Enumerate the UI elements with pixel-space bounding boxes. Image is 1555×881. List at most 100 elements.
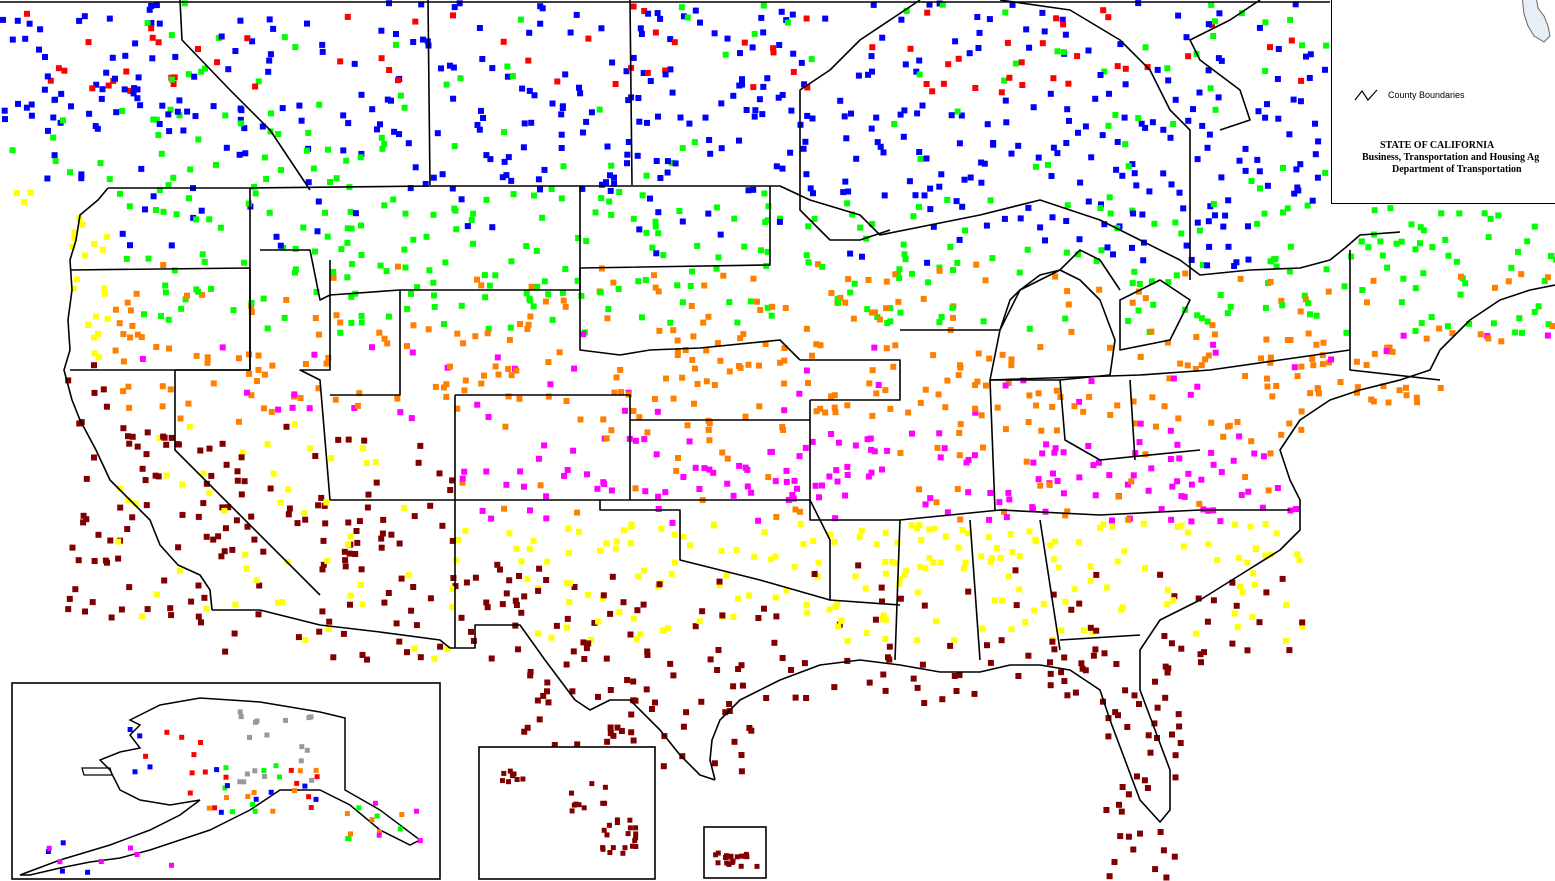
station-marker [1286, 647, 1293, 654]
station-marker [517, 16, 524, 23]
station-marker [1312, 120, 1318, 127]
station-marker [139, 613, 146, 620]
station-marker [877, 143, 884, 150]
station-marker [1131, 420, 1138, 427]
station-marker [978, 553, 985, 560]
station-marker [195, 513, 202, 520]
station-marker [734, 854, 740, 860]
station-marker [1174, 478, 1181, 485]
station-marker [895, 298, 902, 305]
station-marker [803, 695, 810, 701]
station-marker [442, 259, 449, 266]
station-marker [45, 127, 51, 134]
station-marker [743, 851, 749, 857]
station-marker [1, 107, 8, 114]
station-marker [1209, 322, 1216, 329]
station-marker [521, 593, 528, 600]
station-marker [348, 319, 355, 326]
station-marker [1122, 81, 1129, 88]
station-marker [1121, 548, 1128, 555]
station-marker [304, 20, 310, 27]
station-marker [559, 103, 566, 110]
station-marker [305, 129, 312, 136]
station-marker [761, 605, 767, 612]
station-marker [319, 48, 326, 55]
station-marker [826, 473, 833, 480]
station-marker [131, 85, 138, 92]
station-marker [478, 107, 484, 114]
station-marker [481, 272, 488, 279]
station-marker [1107, 344, 1113, 351]
station-marker [447, 487, 454, 493]
legend-county-boundaries: County Boundaries [1354, 88, 1465, 102]
station-marker [713, 204, 720, 211]
station-marker [735, 363, 742, 369]
station-marker [1163, 874, 1170, 881]
station-marker [1280, 164, 1286, 171]
station-marker [921, 192, 928, 199]
station-marker [1217, 518, 1224, 525]
station-marker [921, 700, 928, 706]
station-marker [1263, 336, 1270, 343]
station-marker [955, 372, 962, 379]
station-marker [1267, 278, 1274, 285]
station-marker [896, 580, 903, 587]
station-marker [1142, 44, 1149, 51]
station-marker [470, 240, 476, 247]
station-marker [195, 46, 201, 52]
station-marker [684, 422, 691, 429]
station-marker [1061, 678, 1068, 684]
station-marker [1188, 481, 1195, 488]
station-marker [263, 176, 270, 182]
station-marker [410, 584, 417, 590]
station-marker [1212, 212, 1218, 219]
station-marker [1100, 521, 1107, 528]
station-marker [909, 430, 915, 437]
station-marker [730, 492, 737, 499]
station-marker [570, 447, 577, 454]
station-marker [250, 801, 255, 807]
station-marker [1061, 654, 1068, 661]
station-marker [252, 190, 259, 197]
station-marker [789, 11, 796, 18]
station-marker [724, 35, 731, 42]
station-marker [1282, 638, 1289, 644]
station-marker [1140, 520, 1147, 527]
station-marker [300, 224, 307, 231]
station-marker [1328, 356, 1335, 363]
station-marker [537, 186, 543, 193]
station-marker [897, 309, 904, 316]
station-marker [1050, 144, 1057, 151]
station-marker [185, 195, 192, 202]
station-marker [134, 86, 141, 93]
station-marker [518, 609, 525, 616]
station-marker [1001, 215, 1008, 222]
station-marker [456, 0, 463, 7]
station-marker [689, 268, 696, 275]
station-marker [649, 706, 655, 712]
station-marker [873, 114, 880, 121]
station-marker [535, 587, 542, 594]
station-marker [733, 547, 740, 554]
station-marker [1137, 830, 1143, 837]
station-marker [897, 595, 904, 602]
station-marker [903, 568, 910, 574]
station-marker [939, 1, 946, 8]
station-marker [1292, 1, 1299, 8]
station-marker [604, 315, 611, 322]
station-marker [1018, 59, 1025, 66]
station-marker [539, 5, 546, 12]
station-marker [561, 472, 568, 479]
station-marker [1250, 570, 1257, 577]
station-marker [184, 292, 190, 299]
station-marker [165, 316, 172, 323]
station-marker [922, 386, 929, 393]
station-marker [924, 259, 931, 266]
station-marker [987, 490, 994, 496]
station-marker [914, 684, 921, 691]
station-marker [195, 613, 202, 620]
station-marker [474, 401, 481, 408]
station-marker [1125, 163, 1132, 170]
station-marker [506, 530, 513, 537]
station-marker [1263, 589, 1270, 596]
